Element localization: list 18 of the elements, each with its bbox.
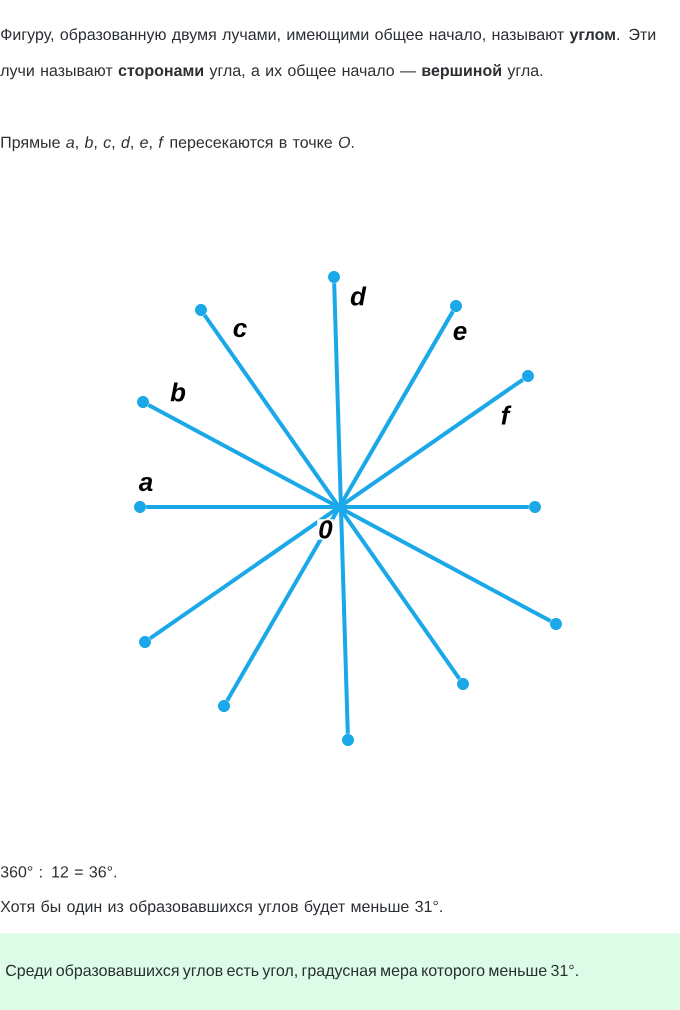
line-label: d xyxy=(350,286,367,306)
line xyxy=(148,377,525,641)
line-label: b xyxy=(170,382,186,402)
line-label: a xyxy=(138,476,153,492)
line-label: f xyxy=(501,405,512,425)
line xyxy=(202,313,462,681)
point-label: 0 xyxy=(317,519,334,540)
paragraph: Хотя бы один из образовавшихся углов будет меньше 31°. xyxy=(0,900,442,916)
paragraph: Фигуру, образованную двумя лучами, имеющими общее начало, называют углом. Эти лучи называют сторонами угла, а их общее начало — вершиной угла. xyxy=(0,28,656,80)
line xyxy=(147,403,552,623)
line xyxy=(225,310,455,702)
line xyxy=(146,505,529,509)
line-label: e xyxy=(453,325,467,341)
paragraph: Прямые a, b, c, d, e, f пересекаются в точке O. xyxy=(1,136,354,152)
line xyxy=(332,283,350,734)
note-band: Среди образовавшихся углов есть угол, градусная мера которого меньше 31°. xyxy=(0,933,680,1010)
paragraph: 360° : 12 = 36°. xyxy=(0,866,116,878)
line-label: c xyxy=(233,322,247,338)
